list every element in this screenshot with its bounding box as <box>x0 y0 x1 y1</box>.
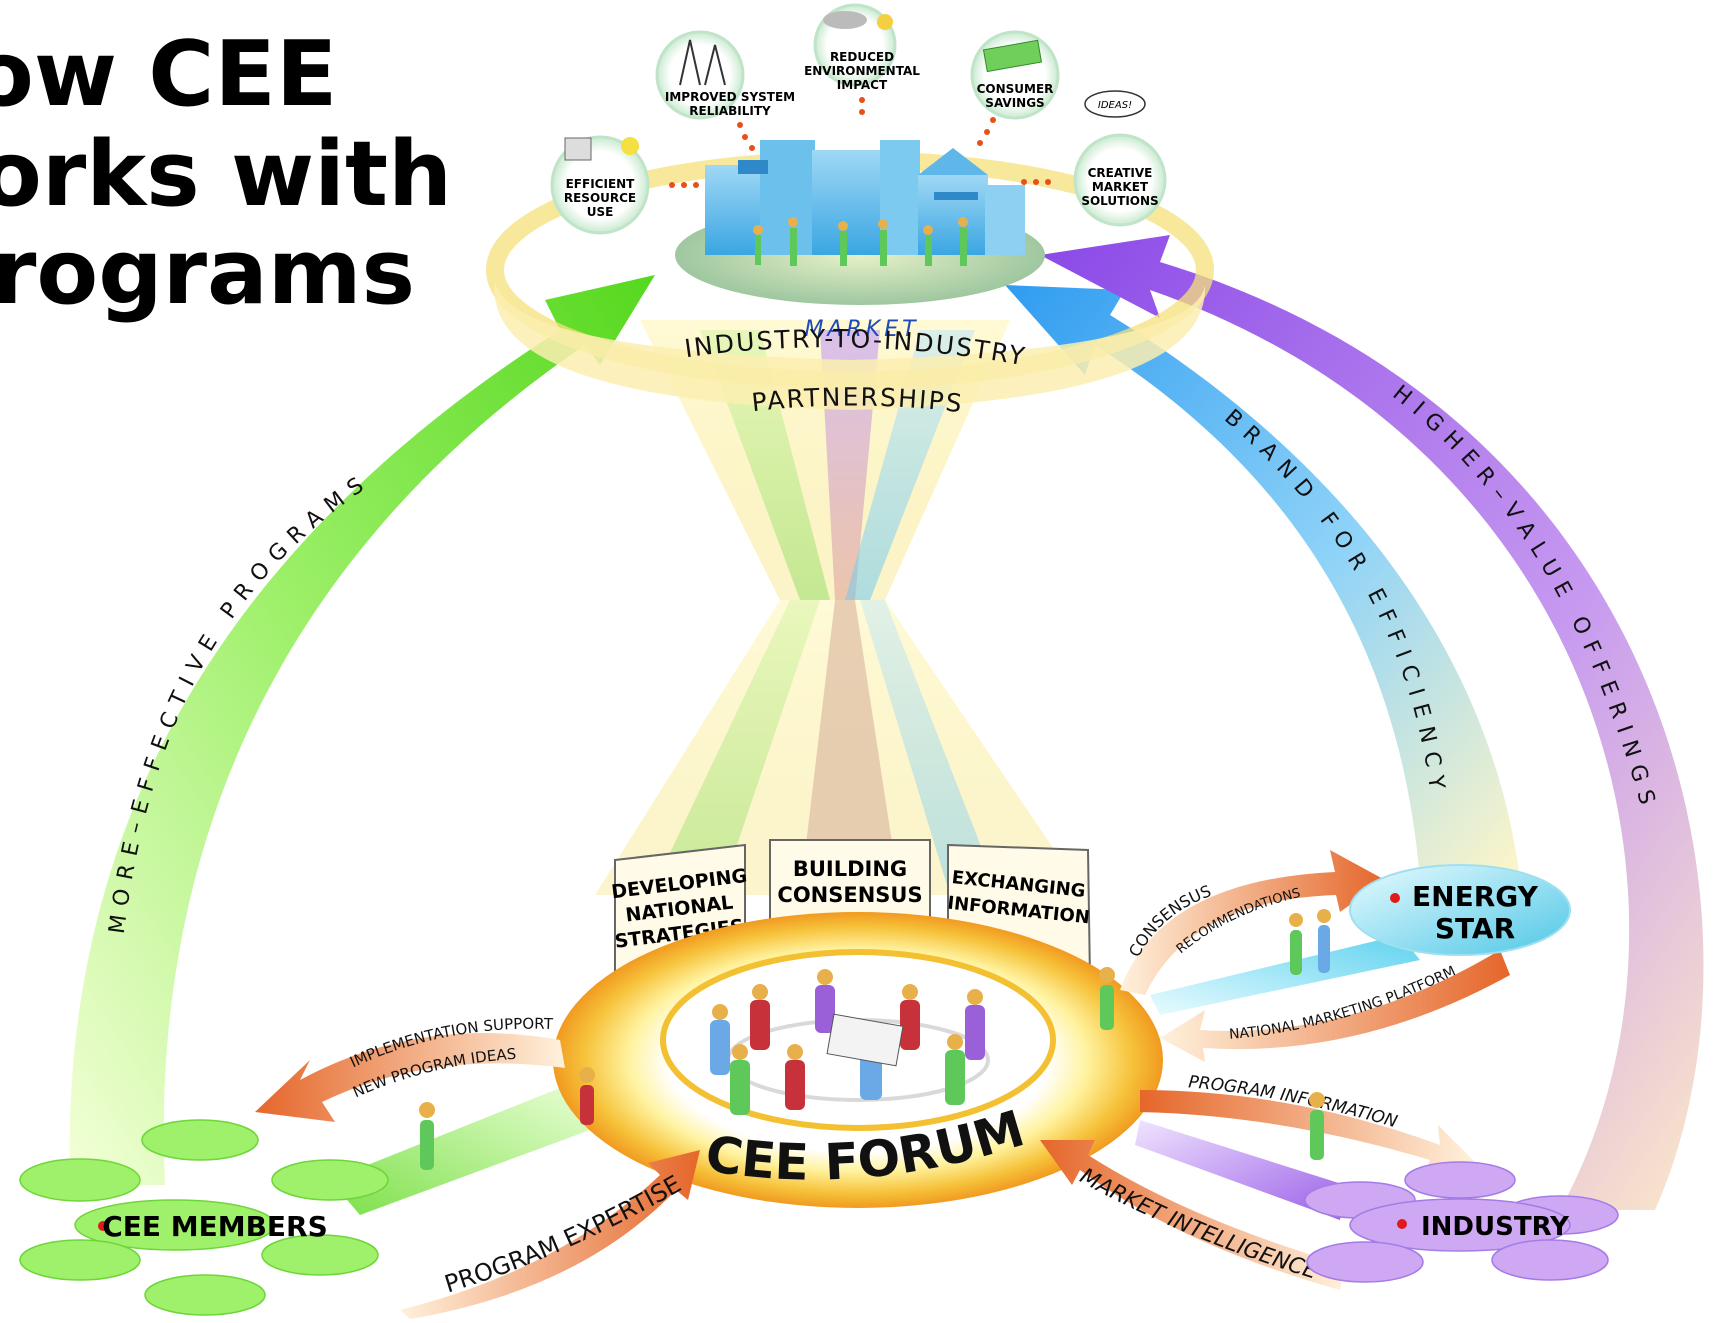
bullet-icon <box>1390 893 1400 903</box>
cee-forum: CEE FORUM <box>553 912 1163 1208</box>
flow-program-expertise <box>400 1150 700 1319</box>
flow-consensus-recommendations <box>1120 850 1385 995</box>
benefit-label-line: EFFICIENT <box>566 177 636 191</box>
benefit-improved-system-reliability: IMPROVED SYSTEM RELIABILITY <box>655 30 795 151</box>
flow-market-intelligence <box>1040 1140 1345 1290</box>
panel-text: BUILDING <box>793 857 907 881</box>
arc-brand-for-efficiency <box>1005 285 1520 880</box>
arc-higher-value-offerings <box>1040 235 1704 1210</box>
node-industry: INDUSTRY <box>1304 1161 1619 1283</box>
benefit-label-line: RELIABILITY <box>689 104 771 118</box>
benefit-label-line: IMPACT <box>837 78 888 92</box>
benefit-label-line: RESOURCE <box>564 191 636 205</box>
market-label: MARKET <box>804 317 919 342</box>
bullet-icon <box>98 1221 108 1231</box>
page-title-line2: orks with <box>0 122 453 227</box>
flow-forum-to-industry <box>1135 1120 1345 1220</box>
arc-more-effective-programs <box>69 275 655 1185</box>
node-energy-star: ENERGY STAR <box>1349 864 1571 956</box>
benefit-label-line: SAVINGS <box>985 96 1044 110</box>
benefit-label-line: REDUCED <box>830 50 894 64</box>
panel-building-consensus: BUILDING CONSENSUS <box>769 839 931 936</box>
benefit-label-line: USE <box>587 205 614 219</box>
benefit-label-line: SOLUTIONS <box>1081 194 1158 208</box>
benefit-creative-market-solutions: IDEAS! CREATIVE MARKET SOLUTIONS <box>1021 90 1167 227</box>
industry-label: INDUSTRY <box>1421 1212 1570 1242</box>
bullet-icon <box>1397 1219 1407 1229</box>
benefit-label-line: IMPROVED SYSTEM <box>665 90 795 104</box>
flow-members-to-forum <box>330 1080 590 1215</box>
flow-energy-star-to-forum <box>1150 935 1420 1015</box>
benefit-label-line: CONSUMER <box>977 82 1054 96</box>
benefit-label-line: CREATIVE <box>1088 166 1153 180</box>
ideas-bubble-text: IDEAS! <box>1098 100 1132 111</box>
panel-text: CONSENSUS <box>777 883 922 907</box>
page-title-line3: rograms <box>0 220 416 325</box>
energy-star-label-line2: STAR <box>1435 912 1515 945</box>
market-plaza: MARKET <box>675 140 1045 342</box>
flow-national-marketing-platform <box>1160 950 1510 1062</box>
flow-implementation-support <box>255 1033 565 1122</box>
benefit-label-line: MARKET <box>1092 180 1149 194</box>
flow-program-expertise-text: PROGRAM EXPERTISE <box>441 1170 686 1299</box>
cee-members-label: CEE MEMBERS <box>102 1210 328 1243</box>
energy-star-label-line1: ENERGY <box>1412 880 1539 913</box>
node-cee-members: CEE MEMBERS <box>19 1119 389 1316</box>
benefit-reduced-environmental-impact: REDUCED ENVIRONMENTAL IMPACT <box>804 3 920 115</box>
benefit-label-line: ENVIRONMENTAL <box>804 64 920 78</box>
page-title-line1: ow CEE <box>0 22 338 127</box>
benefit-consumer-savings: CONSUMER SAVINGS <box>970 30 1060 146</box>
benefit-efficient-resource-use: EFFICIENT RESOURCE USE <box>550 135 699 235</box>
walking-figures <box>419 909 1331 1170</box>
flow-program-information <box>1140 1090 1475 1175</box>
